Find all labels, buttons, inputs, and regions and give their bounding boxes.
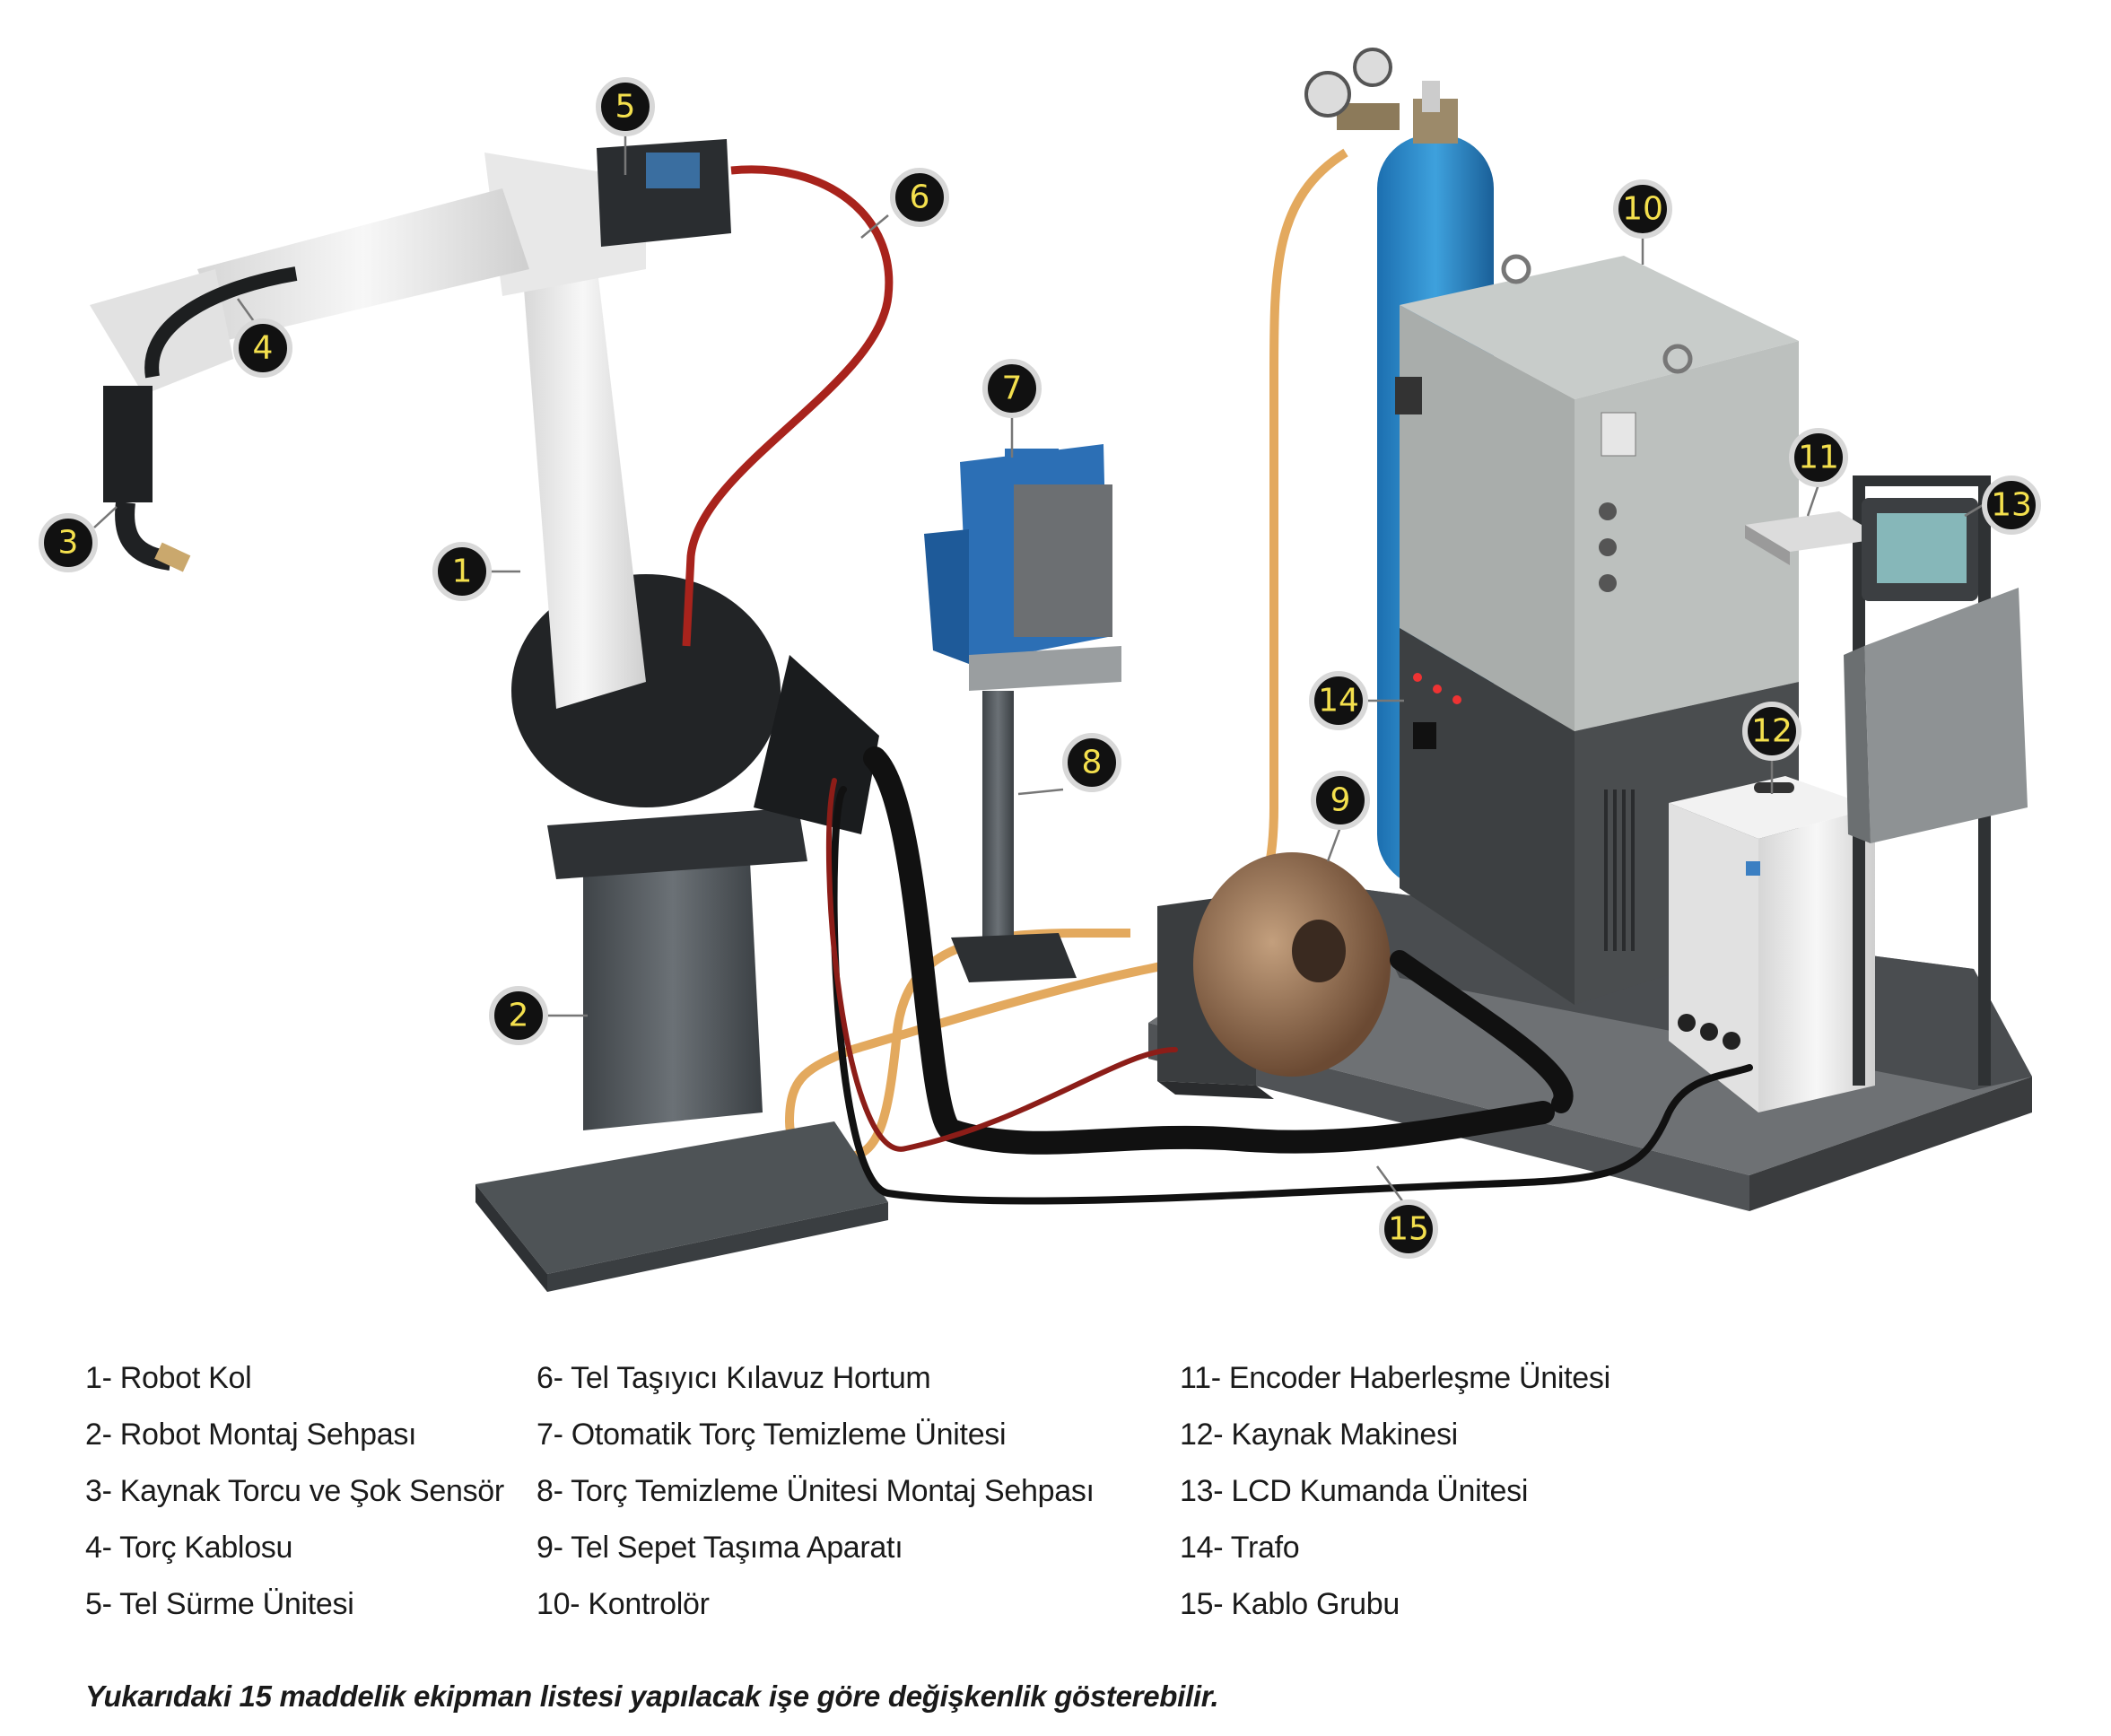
svg-text:6: 6: [910, 179, 930, 216]
gas-hose: [784, 148, 1348, 1163]
legend-item: 15- Kablo Grubu: [1180, 1587, 1400, 1621]
legend-item: 1- Robot Kol: [85, 1361, 252, 1395]
welding-robot-system-illustration: 1 2 3 4 5 6 7 8 9 10 11 12 13 14 15: [39, 48, 2041, 1292]
svg-text:4: 4: [253, 330, 274, 367]
svg-text:9: 9: [1330, 782, 1351, 819]
wire-feeder: [597, 139, 731, 247]
svg-text:7: 7: [1002, 371, 1023, 407]
legend-item: 2- Robot Montaj Sehpası: [85, 1418, 417, 1452]
wire-guide-hose: [682, 165, 894, 647]
legend-item: 14- Trafo: [1180, 1531, 1300, 1565]
callout-badge-15: 15: [1379, 1199, 1438, 1259]
svg-text:10: 10: [1622, 191, 1663, 228]
welding-machine: [1669, 776, 1875, 1112]
legend-item: 3- Kaynak Torcu ve Şok Sensör: [85, 1474, 504, 1508]
robot-pedestal: [475, 807, 888, 1292]
equipment-legend: 1- Robot Kol 2- Robot Montaj Sehpası 3- …: [0, 1350, 2111, 1646]
legend-item: 4- Torç Kablosu: [85, 1531, 293, 1565]
callout-badge-11: 11: [1789, 428, 1848, 487]
torch-cleaner-stand: [951, 646, 1121, 982]
legend-item: 7- Otomatik Torç Temizleme Ünitesi: [536, 1418, 1007, 1452]
svg-text:2: 2: [509, 998, 529, 1034]
svg-text:8: 8: [1082, 745, 1103, 781]
control-rack: [1745, 475, 2028, 1086]
legend-item: 8- Torç Temizleme Ünitesi Montaj Sehpası: [536, 1474, 1095, 1508]
svg-text:15: 15: [1388, 1211, 1429, 1248]
callout-badge-8: 8: [1062, 733, 1121, 792]
callout-badge-5: 5: [596, 77, 655, 136]
svg-text:3: 3: [58, 525, 79, 562]
legend-column-3: 11- Encoder Haberleşme Ünitesi 12- Kayna…: [1180, 1350, 1610, 1633]
callout-badge-12: 12: [1742, 702, 1801, 761]
svg-text:11: 11: [1798, 440, 1839, 476]
legend-item: 11- Encoder Haberleşme Ünitesi: [1180, 1361, 1610, 1395]
callout-badge-1: 1: [432, 542, 492, 601]
svg-text:1: 1: [452, 554, 473, 590]
cable-group: [825, 746, 1753, 1205]
legend-column-1: 1- Robot Kol 2- Robot Montaj Sehpası 3- …: [85, 1350, 504, 1633]
svg-text:14: 14: [1318, 683, 1359, 720]
callout-badge-3: 3: [39, 513, 98, 572]
legend-item: 12- Kaynak Makinesi: [1180, 1418, 1458, 1452]
legend-item: 5- Tel Sürme Ünitesi: [85, 1587, 354, 1621]
legend-item: 10- Kontrolör: [536, 1587, 710, 1621]
legend-item: 13- LCD Kumanda Ünitesi: [1180, 1474, 1529, 1508]
legend-item: 9- Tel Sepet Taşıma Aparatı: [536, 1531, 903, 1565]
svg-text:12: 12: [1751, 713, 1793, 750]
svg-text:5: 5: [615, 89, 636, 126]
torch-cleaning-unit: [924, 444, 1112, 664]
robot-arm: [90, 153, 879, 834]
wire-spool-basket: [1157, 852, 1391, 1099]
legend-item: 6- Tel Taşıyıcı Kılavuz Hortum: [536, 1361, 931, 1395]
callout-badge-6: 6: [890, 168, 949, 227]
callout-badge-7: 7: [982, 359, 1042, 418]
footnote: Yukarıdaki 15 maddelik ekipman listesi y…: [85, 1679, 1219, 1713]
callout-badge-13: 13: [1982, 475, 2041, 535]
callout-badge-9: 9: [1311, 771, 1370, 830]
callout-badge-14: 14: [1309, 671, 1368, 730]
legend-column-2: 6- Tel Taşıyıcı Kılavuz Hortum 7- Otomat…: [536, 1350, 1095, 1633]
svg-text:13: 13: [1991, 487, 2032, 524]
callout-badge-4: 4: [233, 318, 292, 378]
callout-badges: 1 2 3 4 5 6 7 8 9 10 11 12 13 14 15: [39, 77, 2041, 1259]
callout-badge-2: 2: [489, 986, 548, 1045]
leader-lines: [93, 130, 1984, 1210]
controller-cabinet: [1395, 254, 1799, 731]
callout-badge-10: 10: [1613, 179, 1672, 239]
